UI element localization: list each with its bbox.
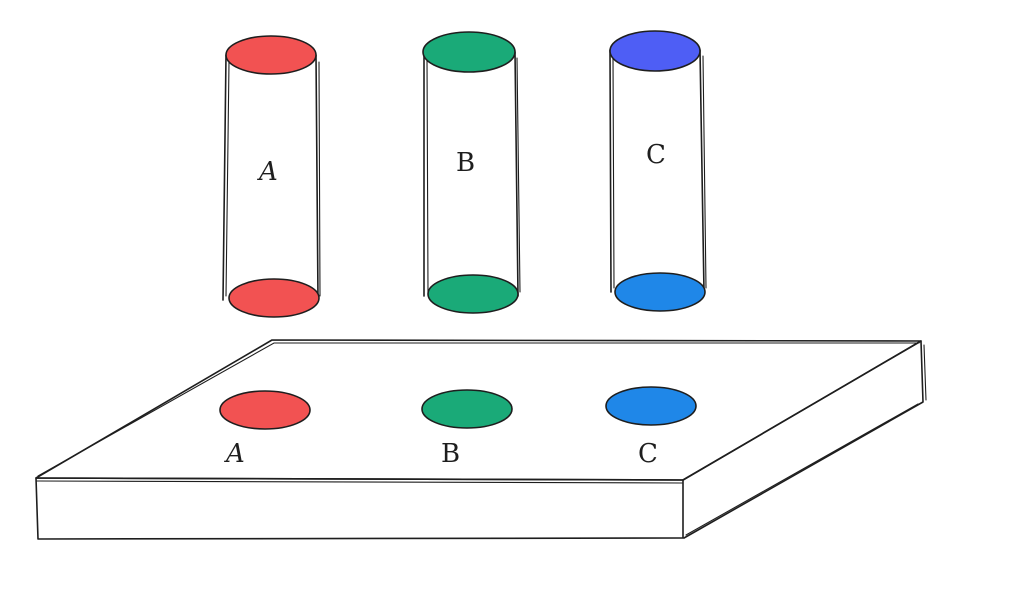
board-hole-b: [421, 389, 513, 429]
board-hole-label-c: C: [638, 439, 658, 469]
board: A B C: [35, 339, 927, 540]
board-hole-a: [219, 390, 311, 430]
cylinder-c-bottom: [614, 272, 706, 312]
cylinder-b-top: [422, 31, 516, 73]
cylinder-c: C: [609, 30, 707, 312]
board-front-face: [35, 477, 684, 540]
cylinder-a-bottom: [228, 278, 320, 318]
cylinder-a: A: [222, 35, 321, 318]
cylinder-b: B: [422, 31, 521, 314]
board-hole-label-a: A: [224, 439, 245, 469]
board-hole-c: [605, 386, 697, 426]
cylinder-a-top: [225, 35, 317, 75]
cylinder-label-a: A: [257, 157, 278, 187]
cylinder-label-b: B: [456, 148, 475, 178]
cylinder-label-c: C: [646, 140, 666, 170]
cylinder-c-top: [609, 30, 701, 72]
board-hole-label-b: B: [441, 439, 460, 469]
board-side-face: [682, 340, 924, 539]
cylinder-b-bottom: [427, 274, 519, 314]
